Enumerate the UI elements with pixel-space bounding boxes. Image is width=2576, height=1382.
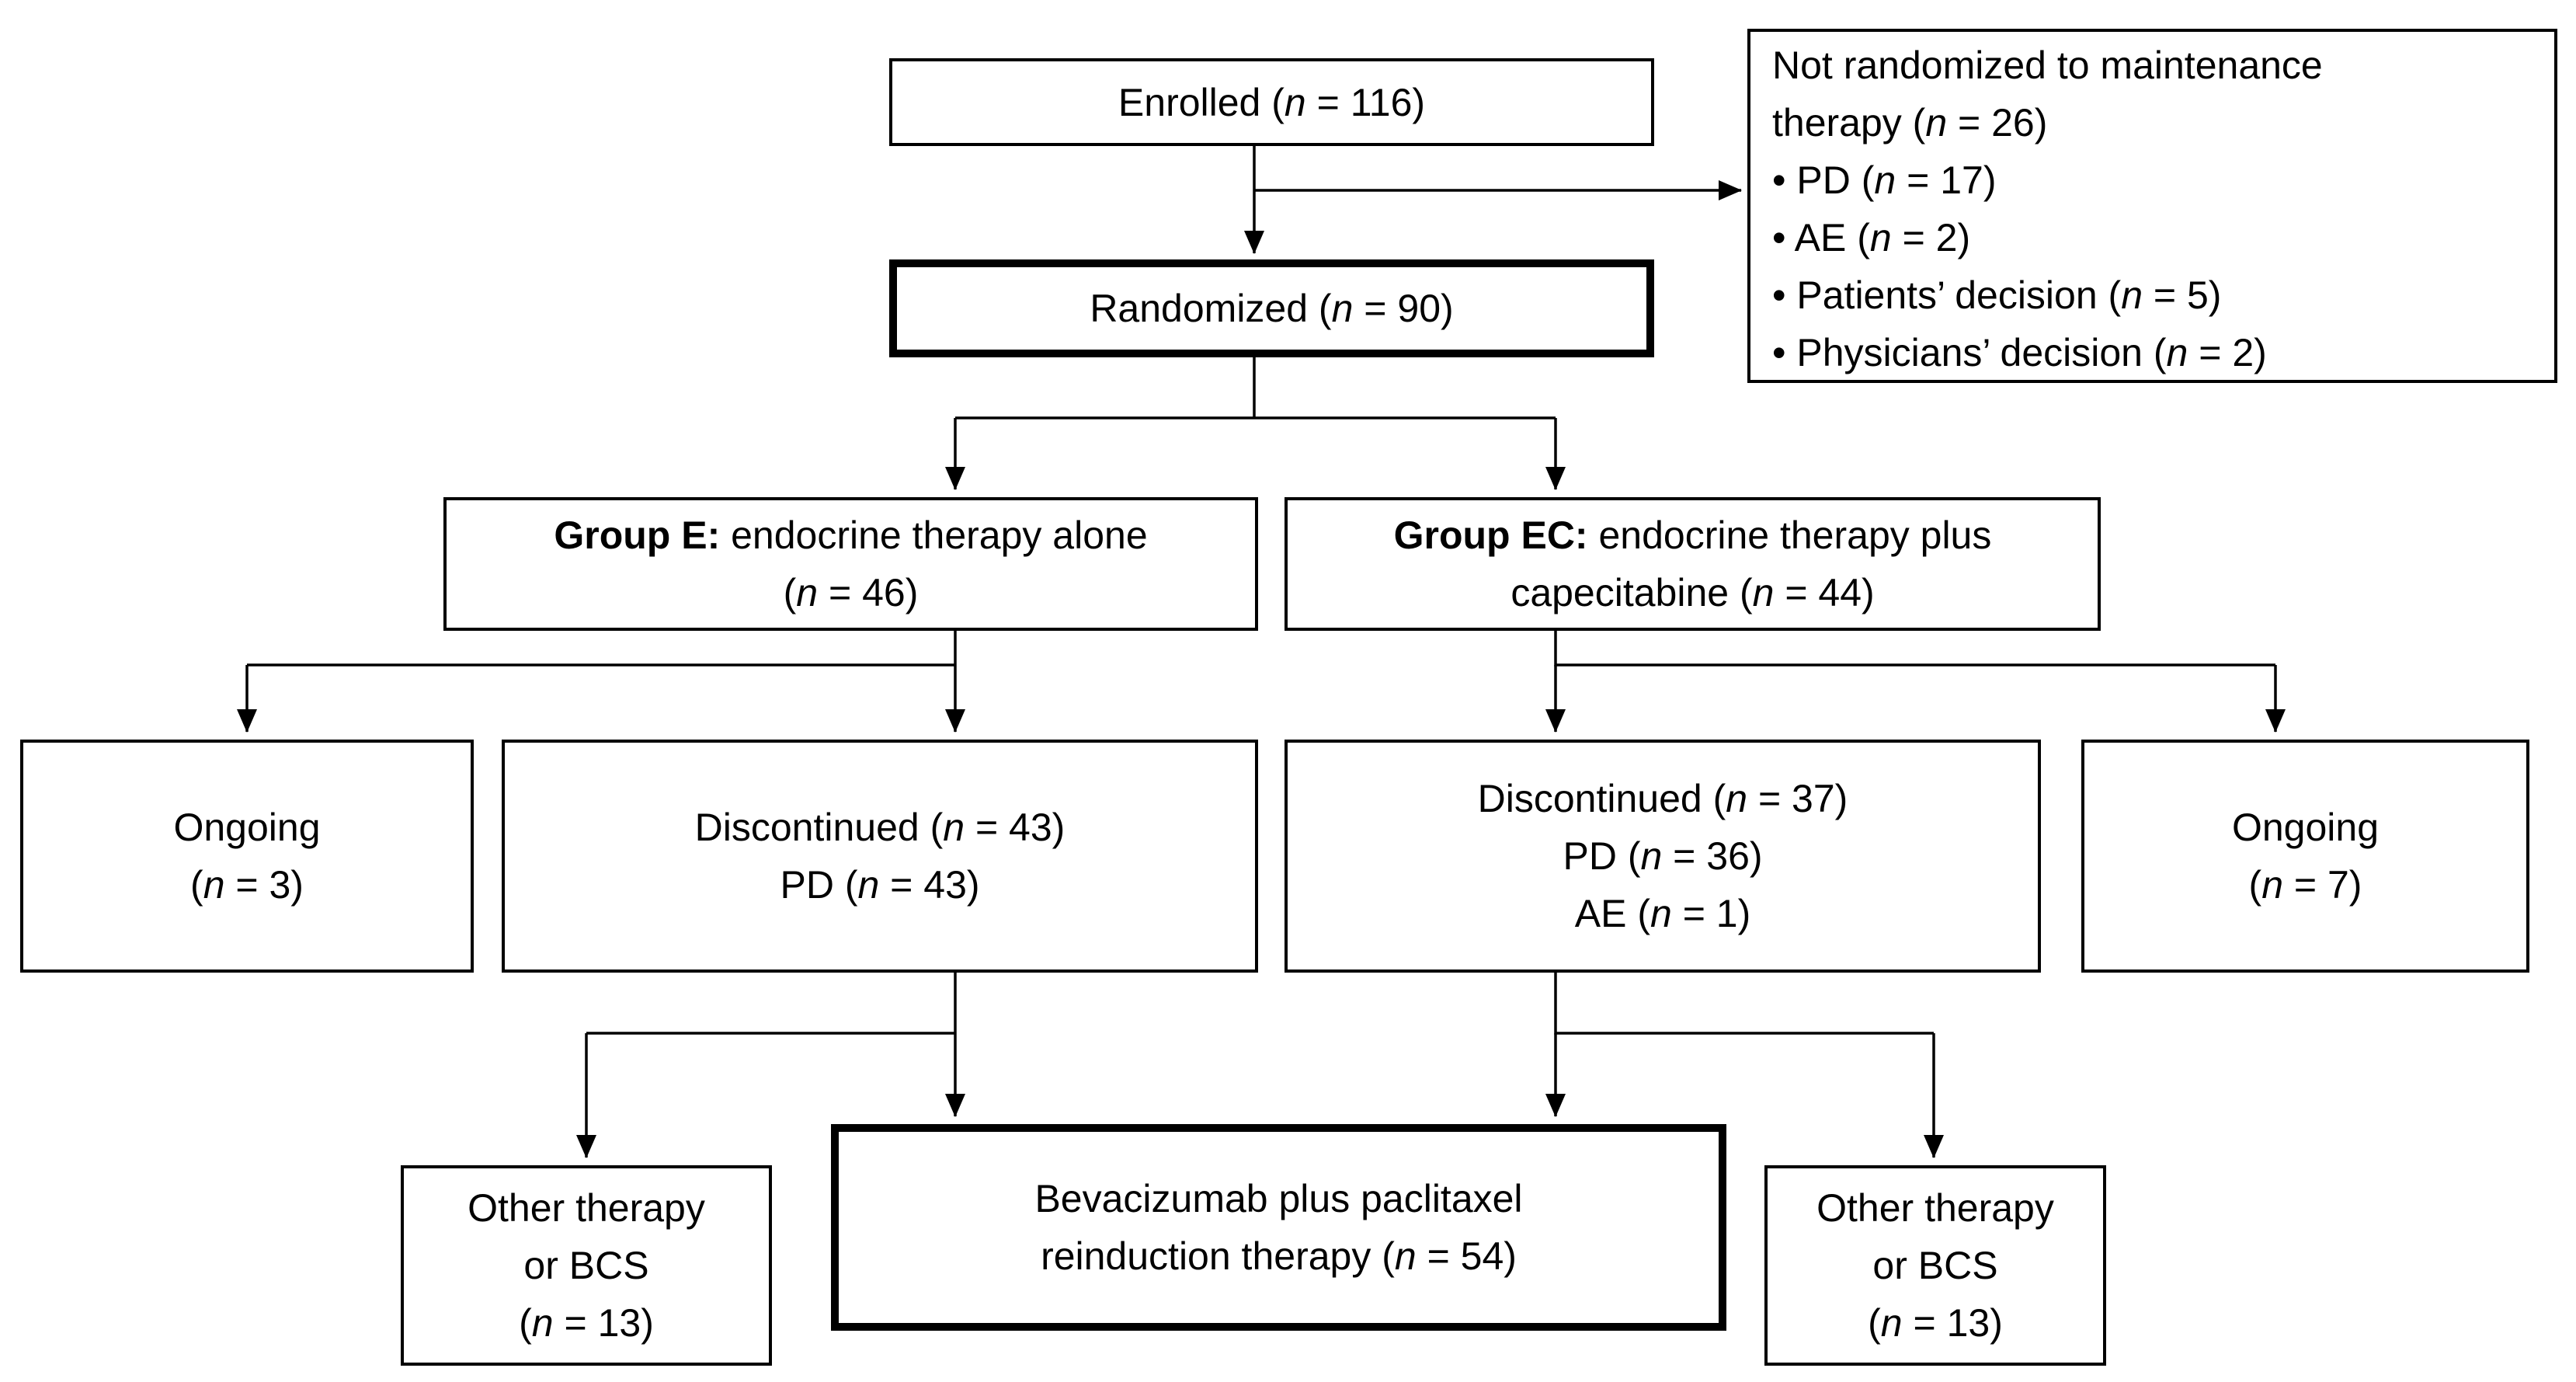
group-e-label: Group E:	[554, 513, 721, 557]
box-ongoing-e: Ongoing (n = 3)	[20, 740, 474, 973]
box-line: Other therapy	[1816, 1186, 2054, 1230]
group-ec-label: Group EC:	[1393, 513, 1588, 557]
box-line: • AE (n = 2)	[1772, 216, 1971, 259]
box-text: (n = 46)	[783, 571, 919, 614]
box-line: reinduction therapy (n = 54)	[1041, 1234, 1517, 1278]
box-group-e: Group E: endocrine therapy alone (n = 46…	[443, 497, 1258, 631]
box-text: Group EC: endocrine therapy plus	[1394, 507, 1992, 564]
box-line: Ongoing	[173, 806, 321, 849]
group-e-desc: endocrine therapy alone	[720, 513, 1148, 557]
box-discontinued-e: Discontinued (n = 43) PD (n = 43)	[502, 740, 1258, 973]
box-line: therapy (n = 26)	[1772, 101, 2048, 144]
box-text: Group E: endocrine therapy alone	[554, 507, 1147, 564]
box-line: AE (n = 1)	[1574, 892, 1751, 935]
box-text: capecitabine (n = 44)	[1510, 571, 1875, 614]
box-line: (n = 13)	[1868, 1301, 2003, 1345]
box-line: (n = 7)	[2248, 863, 2362, 907]
line-group-ec-split	[1554, 631, 2275, 667]
box-text: Enrolled (n = 116)	[1118, 80, 1426, 124]
box-other-therapy-e: Other therapy or BCS (n = 13)	[401, 1165, 772, 1366]
box-line: or BCS	[523, 1244, 649, 1287]
box-enrolled: Enrolled (n = 116)	[889, 58, 1654, 146]
line-discontinued-ec-split	[1554, 973, 1934, 1035]
box-group-ec: Group EC: endocrine therapy plus capecit…	[1285, 497, 2101, 631]
line-group-e-split	[247, 631, 957, 667]
box-discontinued-ec: Discontinued (n = 37) PD (n = 36) AE (n = …	[1285, 740, 2041, 973]
box-line: (n = 3)	[190, 863, 304, 907]
box-line: • Physicians’ decision (n = 2)	[1772, 331, 2267, 374]
box-line: PD (n = 43)	[780, 863, 980, 907]
box-not-randomized: Not randomized to maintenance therapy (n …	[1747, 29, 2557, 383]
box-line: (n = 13)	[519, 1301, 654, 1345]
box-line: Discontinued (n = 37)	[1477, 777, 1848, 820]
box-line: Not randomized to maintenance	[1772, 44, 2323, 87]
box-randomized: Randomized (n = 90)	[889, 259, 1654, 357]
box-ongoing-ec: Ongoing (n = 7)	[2081, 740, 2529, 973]
box-text: Randomized (n = 90)	[1090, 287, 1454, 330]
group-ec-desc: endocrine therapy plus	[1587, 513, 1992, 557]
line-discontinued-e-split	[586, 973, 957, 1035]
box-line: Ongoing	[2231, 806, 2380, 849]
line-randomized-split	[955, 357, 1556, 419]
box-line: or BCS	[1872, 1244, 1998, 1287]
box-line: Bevacizumab plus paclitaxel	[1034, 1177, 1523, 1220]
box-line: Discontinued (n = 43)	[694, 806, 1066, 849]
box-line: PD (n = 36)	[1563, 834, 1763, 878]
box-line: • Patients’ decision (n = 5)	[1772, 273, 2222, 317]
box-bevacizumab-reinduction: Bevacizumab plus paclitaxel reinduction t…	[831, 1124, 1726, 1331]
box-line: • PD (n = 17)	[1772, 158, 1997, 202]
box-line: Other therapy	[468, 1186, 705, 1230]
box-other-therapy-ec: Other therapy or BCS (n = 13)	[1764, 1165, 2106, 1366]
